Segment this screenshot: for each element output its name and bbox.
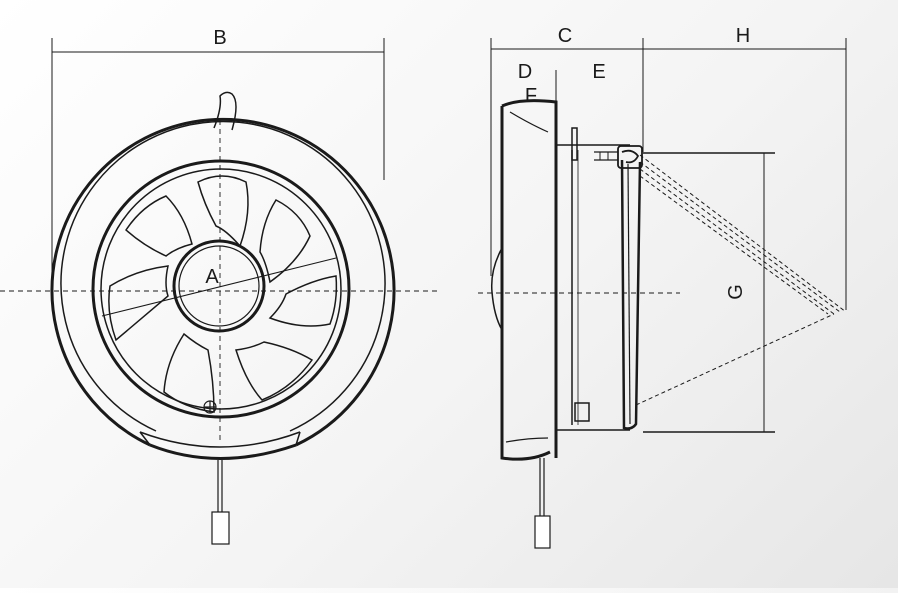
pull-cord: [211, 460, 230, 545]
pull-cord-side: [534, 458, 551, 549]
shutter-frame: [620, 159, 642, 430]
dimension-c-h: [490, 38, 847, 310]
front-cover: [490, 99, 558, 461]
front-centerlines: [0, 120, 440, 440]
shutter-swing-lines: [635, 154, 847, 406]
grille-rings: [91, 159, 351, 419]
label-c: C: [558, 25, 572, 47]
label-d: D: [518, 61, 532, 83]
screw-icon: [203, 400, 217, 414]
fan-body: [556, 127, 630, 431]
label-b: B: [213, 27, 226, 49]
label-f: F: [525, 85, 537, 107]
front-view: B A: [50, 27, 396, 545]
label-a: A: [205, 266, 219, 288]
hub: [172, 239, 266, 333]
label-h: H: [736, 25, 750, 47]
power-cable-top: [213, 91, 237, 131]
side-view: C H D E F: [490, 25, 847, 549]
dimension-b: [51, 38, 385, 276]
section-line: [101, 257, 337, 317]
label-g: G: [725, 284, 747, 300]
duct-outline: [643, 152, 775, 433]
hinge-icon: [594, 145, 643, 169]
impeller-blades: [108, 175, 338, 413]
label-e: E: [592, 61, 605, 83]
outer-housing: [50, 117, 396, 460]
